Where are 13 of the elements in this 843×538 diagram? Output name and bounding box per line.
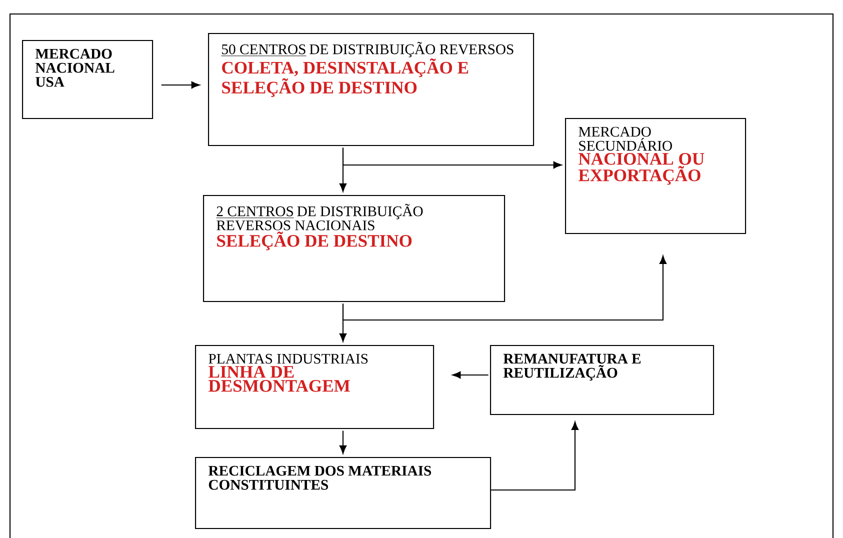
arrow — [452, 371, 488, 379]
process-box: MERCADO NACIONAL USA — [22, 40, 154, 120]
arrow — [342, 148, 562, 169]
process-box: PLANTAS INDUSTRIAIS LINHA DE DESMONTAGEM — [195, 344, 434, 430]
arrow — [342, 256, 667, 321]
arrow — [339, 430, 347, 454]
process-box: 50 CENTROS DE DISTRIBUIÇÃO REVERSOS COLETA, DESINSTALAÇÃO E SELEÇÃO DE DESTINO — [208, 33, 534, 146]
arrow — [491, 422, 579, 491]
arrow — [161, 81, 200, 89]
process-box: 2 CENTROS DE DISTRIBUIÇÃO REVERSOS NACIONAIS SELEÇÃO DE DESTINO — [203, 194, 506, 302]
process-box: RECICLAGEM DOS MATERIAIS CONSTITUINTES — [195, 456, 492, 530]
process-box: MERCADO SECUNDÁRIO NACIONAL OU EXPORTAÇÃO — [565, 118, 746, 234]
process-box: REMANUFATURA E REUTILIZAÇÃO — [490, 344, 714, 416]
